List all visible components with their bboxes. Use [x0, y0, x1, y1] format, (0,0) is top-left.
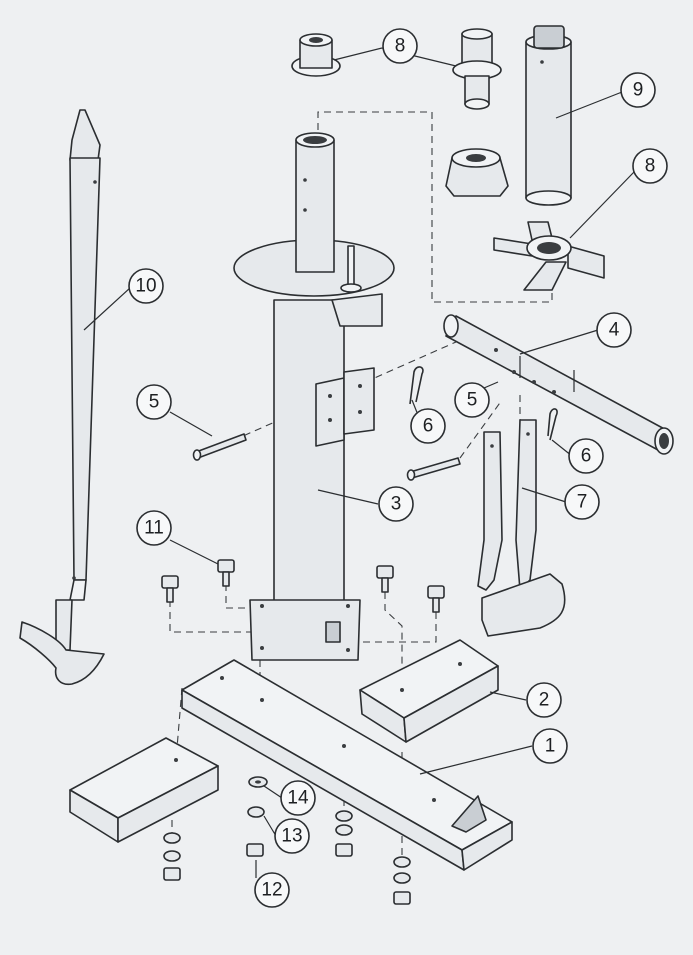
part-5-pins [192, 433, 461, 481]
callout-12-label: 12 [261, 880, 282, 901]
part-10-tire-lever [19, 109, 105, 686]
callout-8-top: 8 [382, 28, 418, 64]
callout-6-right-label: 6 [581, 446, 592, 467]
callout-3-label: 3 [391, 494, 402, 515]
callout-5-left-label: 5 [149, 392, 160, 413]
callout-5-left: 5 [136, 384, 172, 420]
part-7-bead-breaker [477, 419, 566, 637]
part-12-14-nuts-washers [163, 776, 411, 905]
callout-13-label: 13 [281, 826, 302, 847]
callout-3: 3 [378, 486, 414, 522]
callout-8-top-label: 8 [395, 36, 406, 57]
leader-lines [83, 47, 635, 878]
callout-9: 9 [620, 72, 656, 108]
callout-13: 13 [274, 818, 310, 854]
callout-7-label: 7 [577, 492, 588, 513]
callout-2: 2 [526, 682, 562, 718]
callout-10: 10 [128, 268, 164, 304]
callout-5-right: 5 [454, 382, 490, 418]
part-9-adapter-tube [525, 25, 572, 206]
part-11-bolts [161, 559, 445, 613]
callout-4: 4 [596, 312, 632, 348]
part-6-hair-pin-clips [409, 366, 558, 441]
callout-8-right: 8 [632, 148, 668, 184]
callout-14-label: 14 [287, 788, 309, 809]
part-4-cross-bar [443, 314, 674, 455]
callout-6-left: 6 [410, 408, 446, 444]
part-3-main-post [233, 132, 395, 661]
callout-2-label: 2 [539, 690, 550, 711]
callout-6-right: 6 [568, 438, 604, 474]
part-2-channel-brackets [69, 639, 499, 843]
callout-11-label: 11 [144, 518, 164, 539]
callout-6-left-label: 6 [423, 416, 434, 437]
callout-11: 11 [136, 510, 172, 546]
callout-14: 14 [280, 780, 316, 816]
callout-7: 7 [564, 484, 600, 520]
callout-12: 12 [254, 872, 290, 908]
callout-5-right-label: 5 [467, 390, 478, 411]
callout-9-label: 9 [633, 80, 644, 101]
callout-1: 1 [532, 728, 568, 764]
callout-4-label: 4 [609, 320, 620, 341]
part-1-base-beam [181, 659, 513, 871]
callout-10-label: 10 [135, 276, 156, 297]
callout-8-right-label: 8 [645, 156, 656, 177]
callout-1-label: 1 [545, 736, 556, 757]
part-8-cone-adapters [291, 28, 605, 291]
